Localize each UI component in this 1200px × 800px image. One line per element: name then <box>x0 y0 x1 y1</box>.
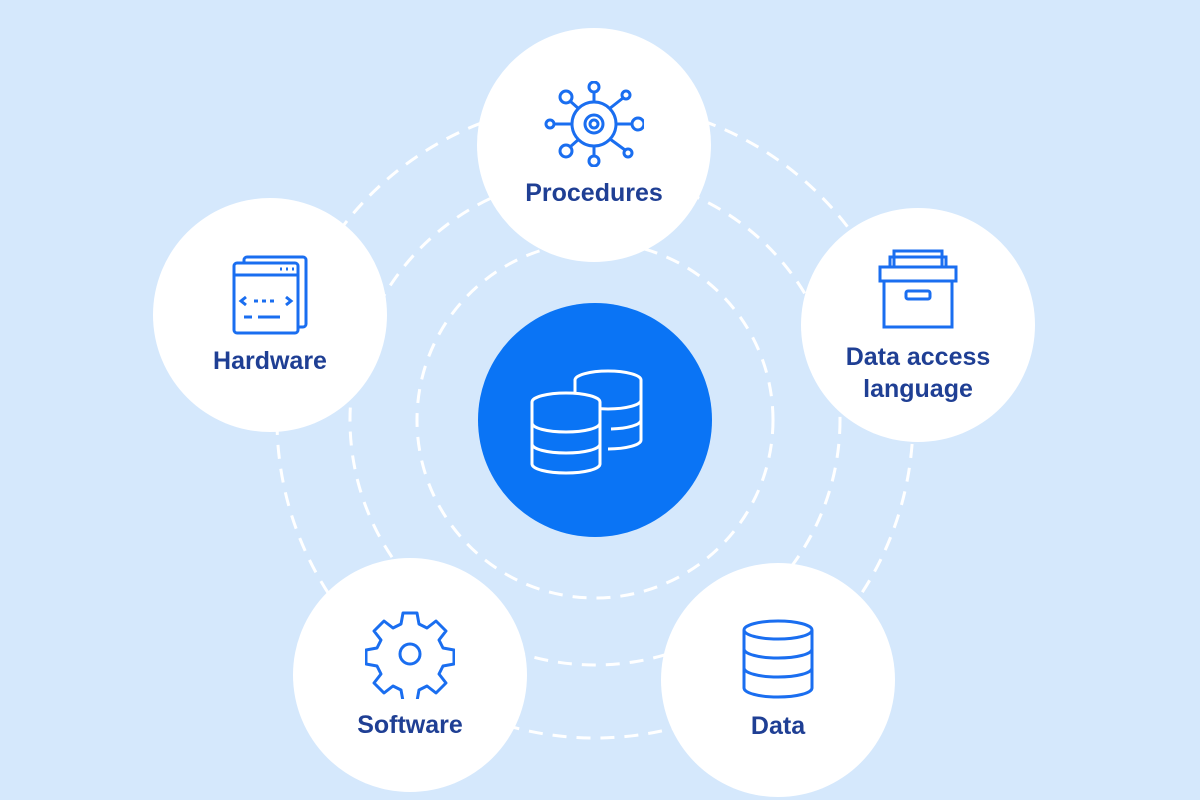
node-label: Data <box>750 712 806 740</box>
gear-icon <box>365 611 455 699</box>
node-label: Data access language <box>845 343 991 403</box>
network-gear-icon <box>544 81 644 167</box>
node-hardware: Hardware <box>153 198 387 432</box>
node-procedures: Procedures <box>477 28 711 262</box>
node-data-access-language: Data access language <box>801 208 1035 442</box>
central-database-node <box>478 303 712 537</box>
node-data: Data <box>661 563 895 797</box>
file-box-icon <box>878 249 958 329</box>
node-label: Hardware <box>213 347 327 375</box>
database-icon <box>742 619 814 699</box>
node-software: Software <box>293 558 527 792</box>
database-stack-icon <box>530 369 643 475</box>
browser-code-window-icon <box>232 255 308 335</box>
node-label: Procedures <box>525 179 663 207</box>
inner-ring <box>415 240 775 600</box>
node-label: Software <box>357 711 463 739</box>
